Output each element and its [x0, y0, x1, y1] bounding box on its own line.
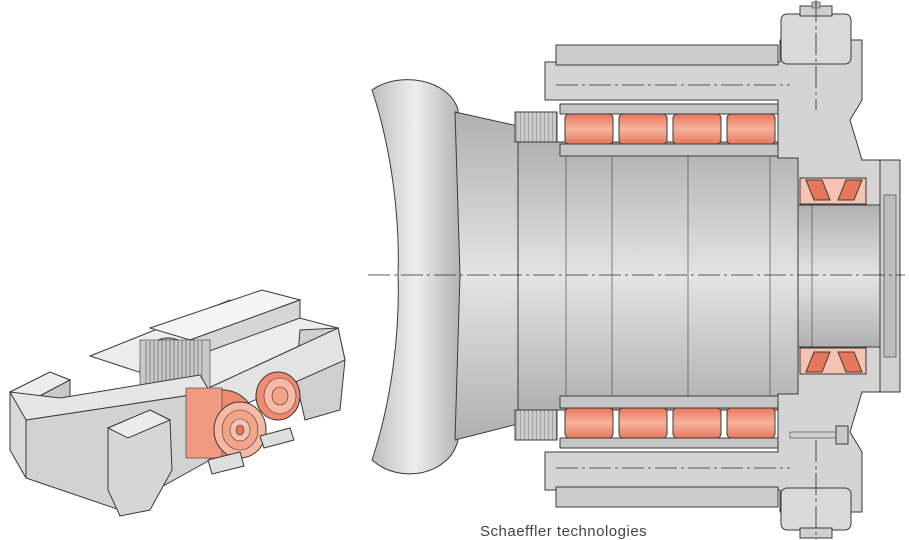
thrust-bearing-bottom	[799, 347, 867, 375]
bolt-detail	[789, 425, 849, 445]
cylindrical-rollers-top	[564, 113, 776, 145]
roll-neck-taper	[454, 111, 519, 441]
roll-barrel	[371, 79, 469, 475]
shaft	[517, 141, 799, 411]
shaft-end-journal	[797, 204, 889, 348]
seal-top	[514, 111, 558, 143]
thrust-bearing-top	[799, 177, 867, 205]
roll-neck-bearing-section	[368, 0, 905, 540]
caption-partial: Schaeffler technologies	[480, 523, 648, 540]
cylindrical-rollers-bottom	[564, 407, 776, 439]
seal-bottom	[514, 409, 558, 441]
roll-neck-assembly-iso	[8, 289, 346, 517]
bearing-cartridge-front	[185, 387, 267, 459]
bearing-cartridge-rear	[255, 371, 301, 421]
